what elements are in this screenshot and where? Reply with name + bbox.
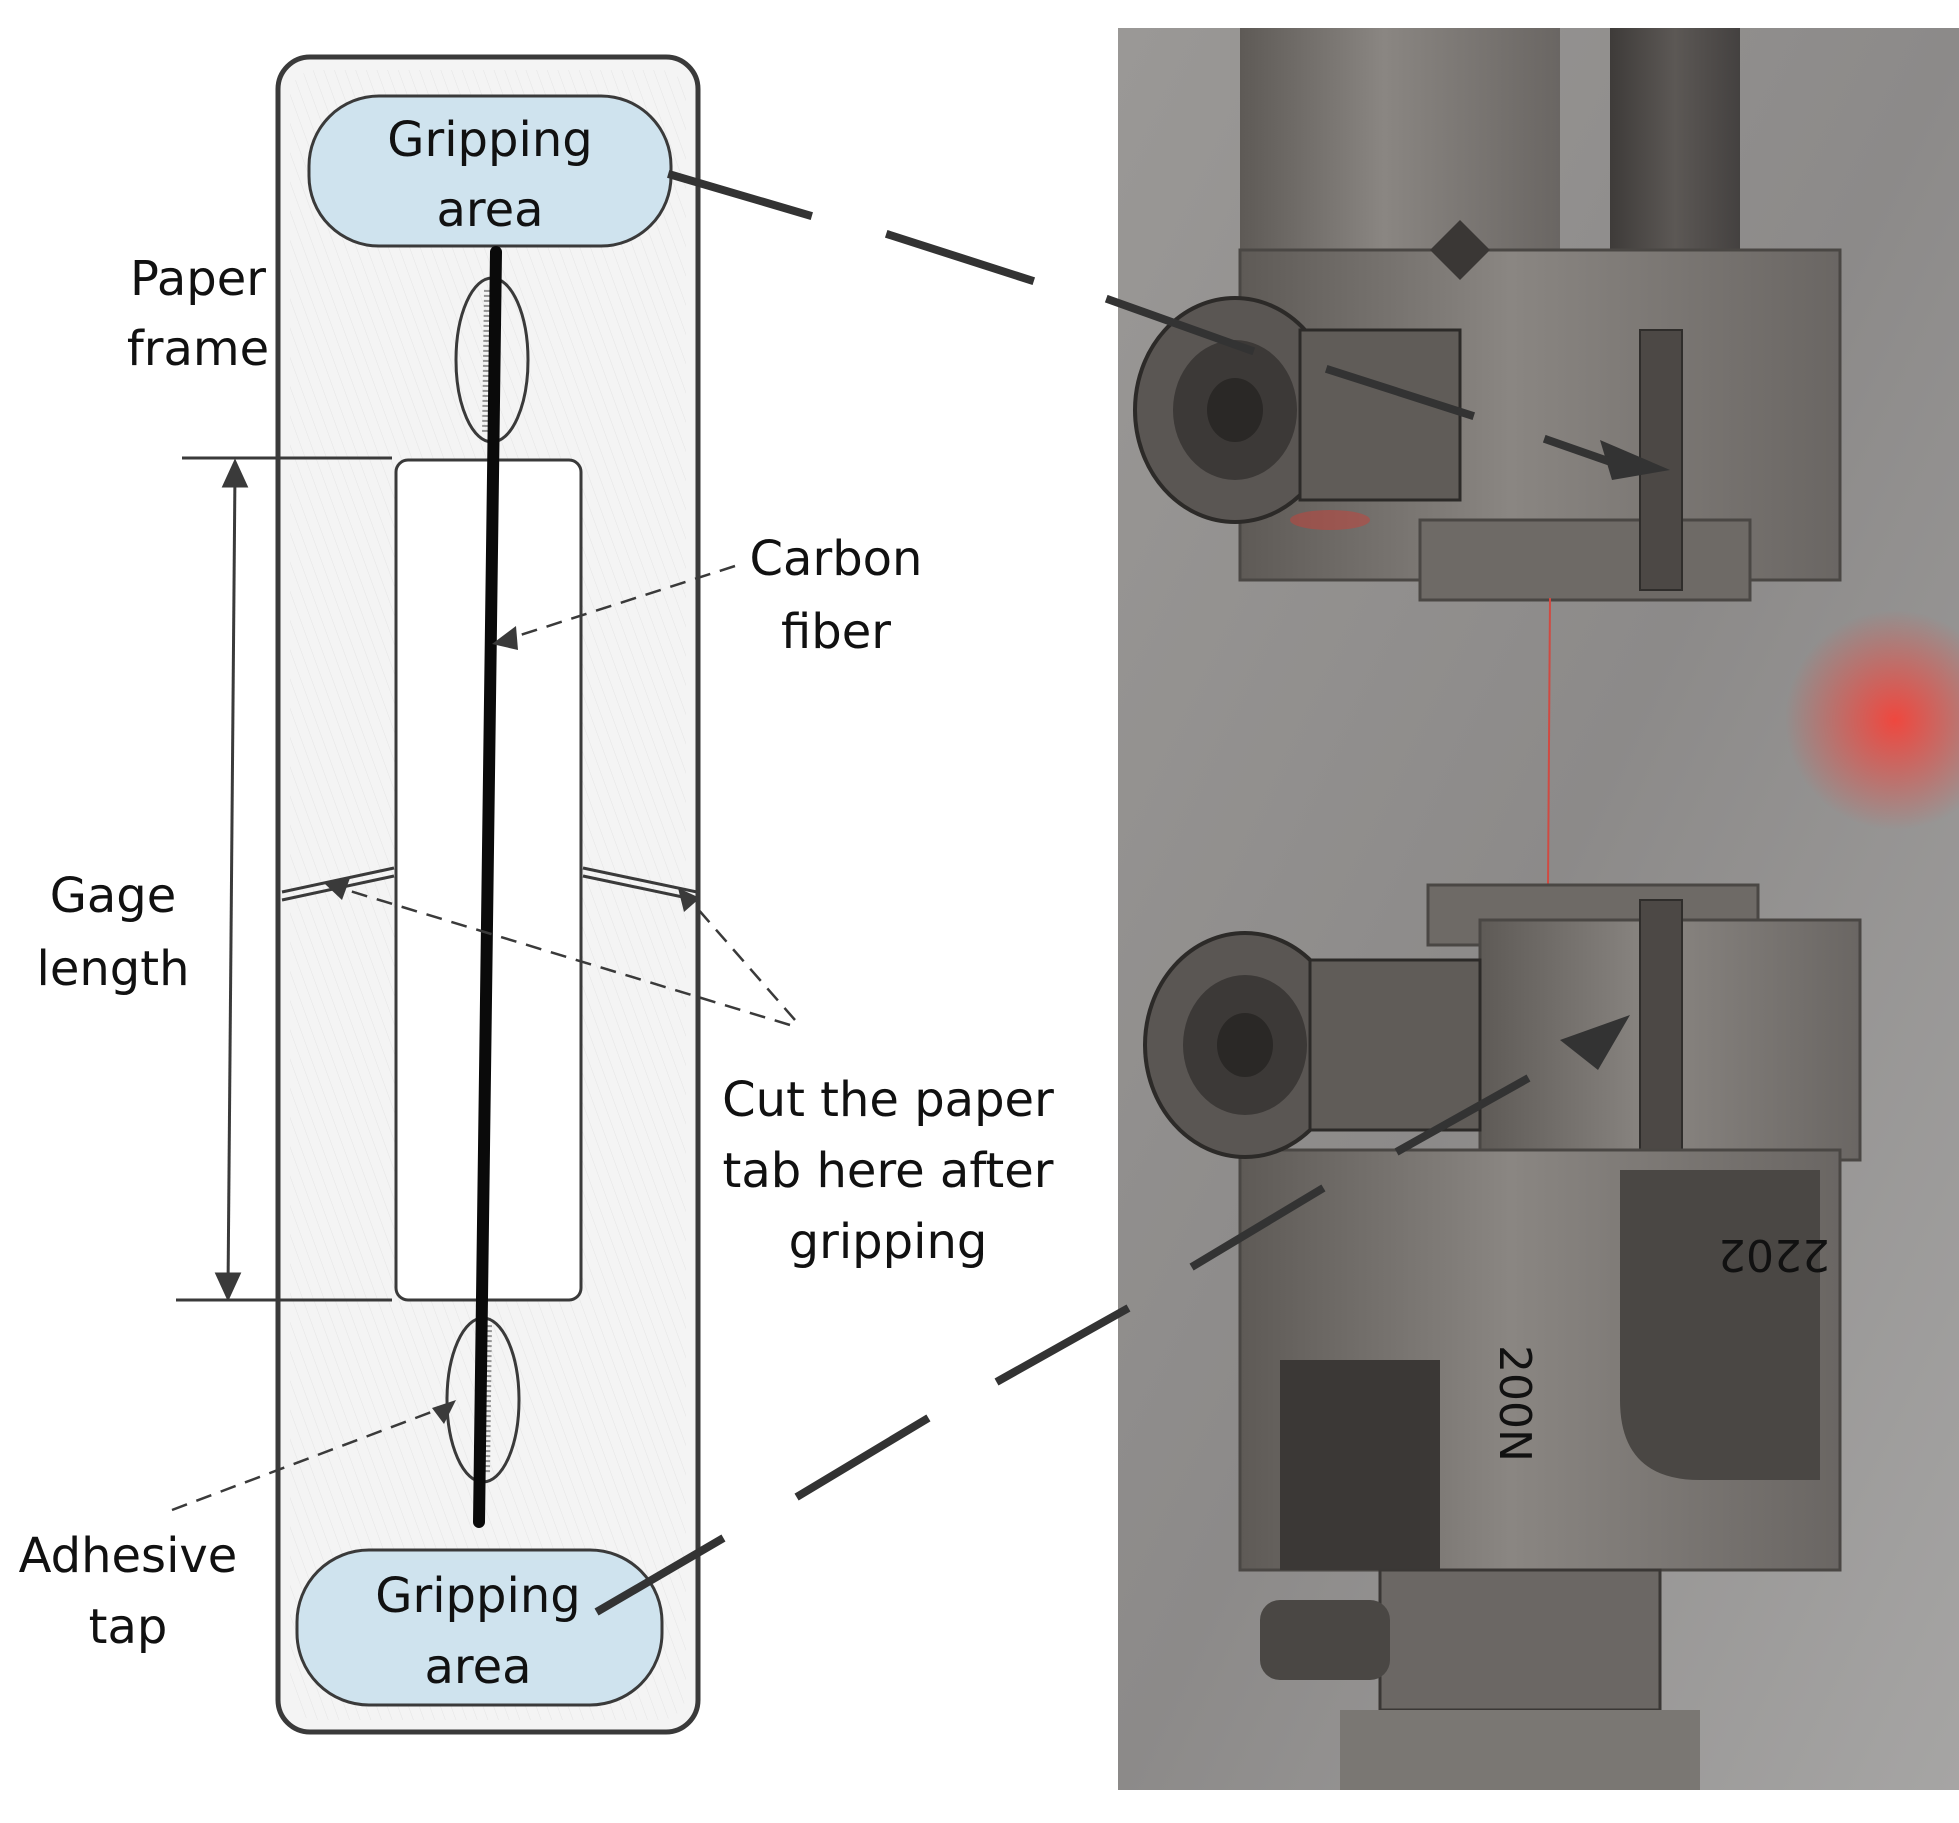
gripping-area-top-label-1: Gripping [387, 112, 592, 168]
lower-grip-arrow [1560, 1015, 1630, 1070]
carbon-fiber [473, 246, 502, 1528]
paper-frame-label-1: Paper [130, 251, 266, 307]
cut-label-3: gripping [789, 1214, 988, 1270]
grip-stamp-right: 2202 [1718, 1229, 1830, 1280]
connector-lines [594, 170, 1611, 1616]
photo-grip-arrows [1560, 440, 1670, 1070]
adhesive-leader [171, 1403, 451, 1512]
grip-stamp-left: 200N [1489, 1345, 1540, 1462]
adhesive-label-2: tap [89, 1599, 168, 1655]
gripping-area-bottom-label-1: Gripping [375, 1568, 580, 1624]
gage-length-label-1: Gage [50, 868, 177, 924]
upper-grip [1133, 28, 1842, 602]
leader-lines [171, 564, 796, 1512]
adhesive-label-1: Adhesive [19, 1528, 238, 1584]
gage-length-label-2: length [37, 941, 190, 997]
gage-length-dimension [176, 456, 392, 1302]
laser-spot [1785, 610, 1959, 830]
photo-fiber [1547, 597, 1551, 889]
gripping-area-bottom-label-2: area [424, 1639, 531, 1695]
test-machine-photo: 200N 2202 [1118, 28, 1959, 1790]
cut-left-leader [339, 886, 791, 1027]
lower-grip: 200N 2202 [1143, 883, 1862, 1790]
carbon-fiber-label-2: fiber [781, 604, 891, 660]
paper-frame-label-2: frame [127, 321, 269, 377]
carbon-fiber-leader [504, 564, 736, 642]
cut-right-leader [689, 899, 796, 1021]
gripping-area-bottom [295, 1548, 664, 1707]
cut-label-2: tab here after [723, 1143, 1054, 1199]
cut-label-1: Cut the paper [722, 1072, 1054, 1128]
gripping-area-top-label-2: area [436, 182, 543, 238]
leader-arrowheads [325, 626, 700, 1424]
upper-grip-arrow [1600, 440, 1670, 480]
carbon-fiber-label-1: Carbon [750, 531, 923, 587]
paper-frame-diagram: Gripping area Paper frame Carbon fiber G… [19, 54, 1611, 1735]
